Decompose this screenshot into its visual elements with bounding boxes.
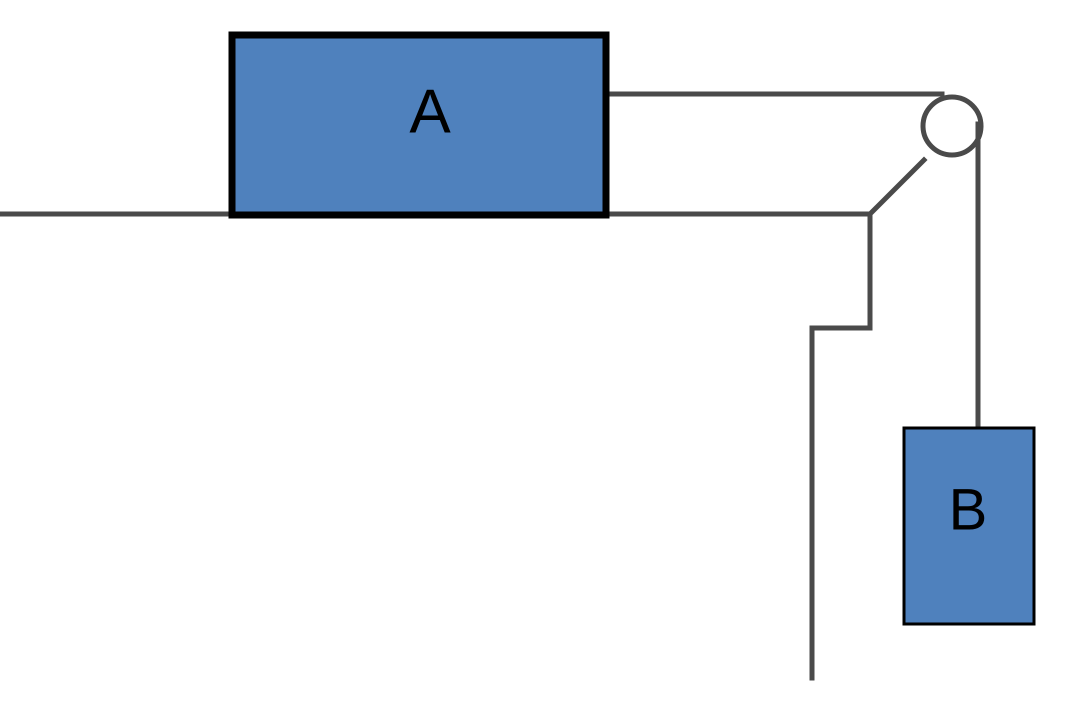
block-a: A <box>228 31 610 219</box>
block-b-body <box>902 426 1036 626</box>
pulley-support <box>866 156 928 218</box>
block-a-body <box>228 31 610 219</box>
block-b-label: B <box>949 477 988 542</box>
pulley-icon <box>920 94 984 158</box>
block-b: B <box>902 426 1036 626</box>
block-a-label: A <box>409 77 451 146</box>
stepped-table-edge <box>809 211 873 681</box>
